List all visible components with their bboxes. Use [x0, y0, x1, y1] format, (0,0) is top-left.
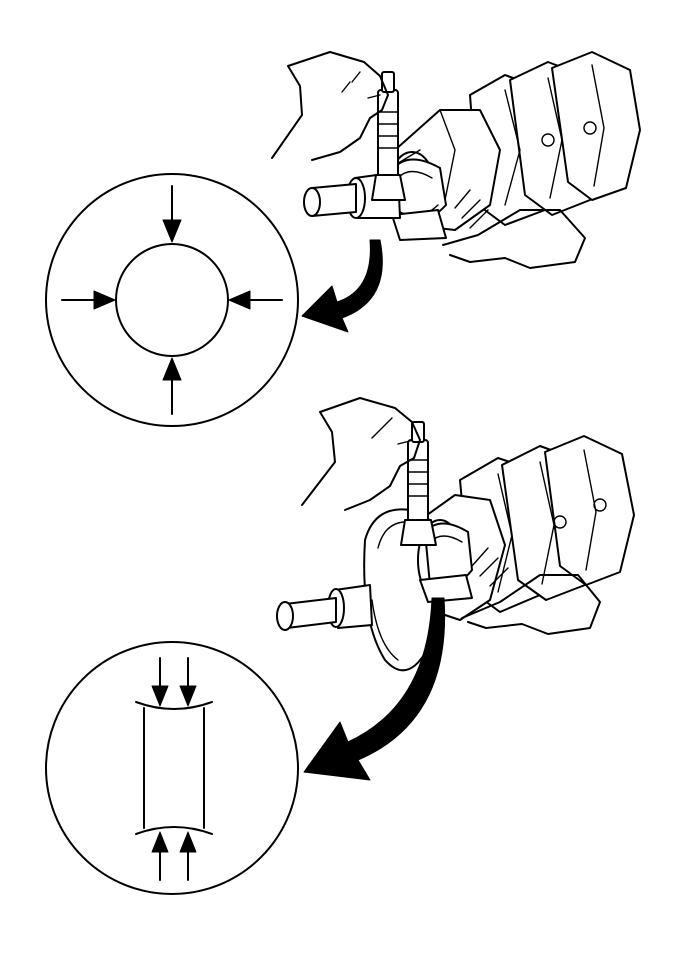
bottom-panel: [45, 397, 635, 895]
micrometer-icon: [400, 421, 437, 546]
top-panel: [45, 51, 641, 427]
crankshaft-bottom: [276, 435, 635, 672]
arrow-icon: [303, 597, 446, 781]
hand-icon: [271, 51, 586, 269]
arrow-icon: [301, 239, 383, 333]
measurement-points-circle: [45, 173, 299, 427]
measurement-points-taper: [45, 641, 299, 895]
hand-icon: [301, 397, 601, 635]
micrometer-icon: [371, 71, 406, 201]
crankshaft-top: [303, 51, 641, 241]
